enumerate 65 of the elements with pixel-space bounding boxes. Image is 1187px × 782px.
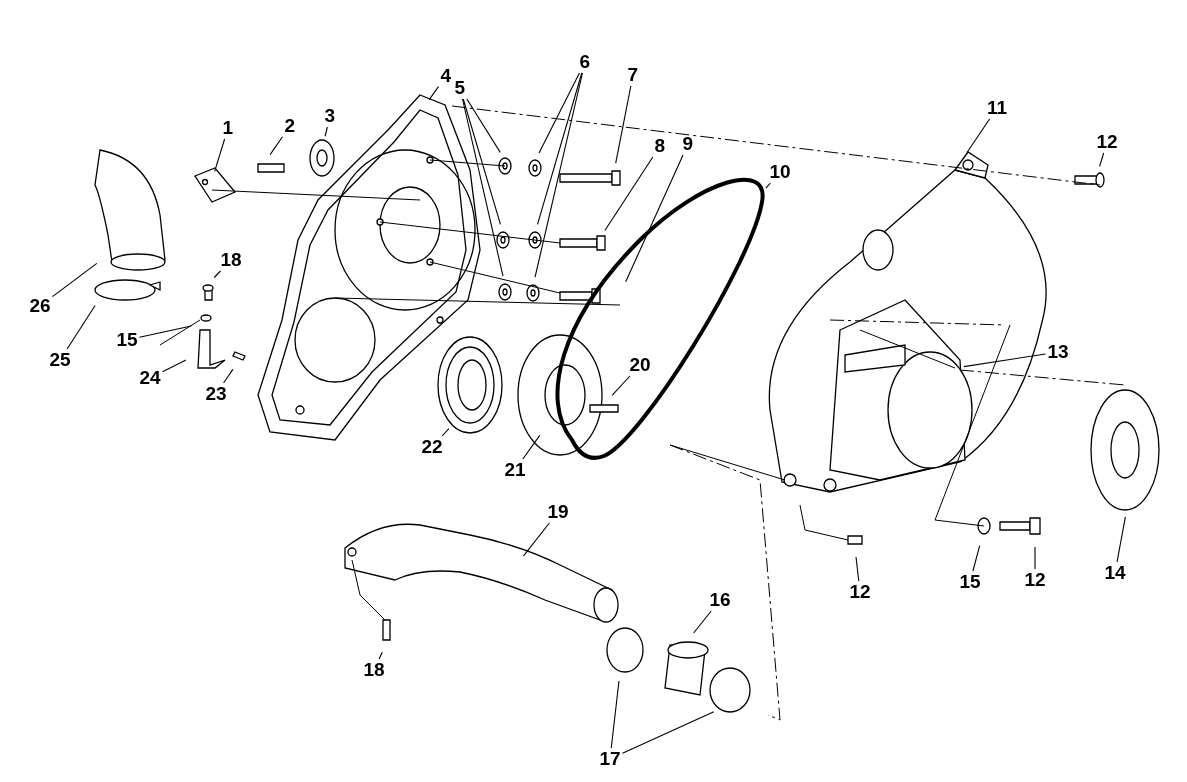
callout-number: 17 — [598, 749, 622, 769]
callout-number: 25 — [48, 350, 72, 370]
leader-line — [1034, 546, 1036, 570]
callout-number: 2 — [283, 116, 297, 136]
leader-line — [522, 434, 541, 460]
callout-number: 8 — [653, 136, 667, 156]
leader-line — [213, 270, 221, 279]
leader-line — [621, 711, 715, 754]
leader-line — [693, 610, 712, 634]
leader-line — [963, 353, 1047, 368]
callout-number: 7 — [626, 65, 640, 85]
leader-line — [1116, 516, 1126, 563]
leader-line — [966, 118, 991, 154]
leader-line — [855, 556, 860, 582]
leader-line — [765, 182, 771, 189]
leader-line — [538, 72, 580, 154]
leader-line — [625, 154, 684, 283]
callout-number: 18 — [219, 250, 243, 270]
leader-line — [378, 651, 383, 660]
callout-number: 20 — [628, 355, 652, 375]
callout-number: 4 — [439, 66, 453, 86]
leader-line — [523, 522, 550, 557]
leader-line — [324, 126, 328, 137]
callout-number: 11 — [986, 98, 1009, 118]
leader-line — [462, 98, 501, 225]
callout-number: 12 — [1023, 570, 1047, 590]
callout-number: 24 — [138, 368, 162, 388]
callout-number: 26 — [28, 296, 52, 316]
leader-line — [1099, 152, 1105, 167]
callout-number: 23 — [204, 384, 228, 404]
leader-line — [604, 156, 654, 231]
callout-number: 22 — [420, 437, 444, 457]
leader-line — [269, 136, 284, 156]
callout-number: 12 — [848, 582, 872, 602]
leader-line — [610, 680, 620, 749]
leader-line — [611, 375, 631, 396]
leader-line — [534, 72, 583, 278]
leader-line — [138, 325, 192, 338]
leader-line — [223, 368, 234, 384]
leader-line — [537, 72, 583, 225]
leader-line — [466, 98, 501, 153]
callout-number: 13 — [1046, 342, 1070, 362]
callout-number: 12 — [1095, 132, 1119, 152]
leader-line — [214, 138, 226, 172]
callout-number: 5 — [453, 78, 467, 98]
callout-number: 21 — [503, 460, 527, 480]
callout-number: 3 — [323, 106, 337, 126]
leader-line — [972, 545, 981, 572]
leader-line — [441, 428, 450, 437]
callout-number: 9 — [681, 134, 695, 154]
callout-number: 19 — [546, 502, 570, 522]
leader-line — [461, 98, 504, 277]
callout-number: 18 — [362, 660, 386, 680]
leader-line — [66, 305, 96, 350]
callout-number: 15 — [115, 330, 139, 350]
callout-number: 16 — [708, 590, 732, 610]
leader-line — [51, 262, 98, 298]
callout-number: 15 — [958, 572, 982, 592]
callout-number: 1 — [221, 118, 235, 138]
callout-number: 10 — [768, 162, 792, 182]
leader-line — [161, 359, 187, 373]
callout-number: 14 — [1103, 563, 1127, 583]
callout-number: 6 — [578, 52, 592, 72]
leader-line — [428, 86, 440, 101]
leader-line — [615, 85, 632, 164]
